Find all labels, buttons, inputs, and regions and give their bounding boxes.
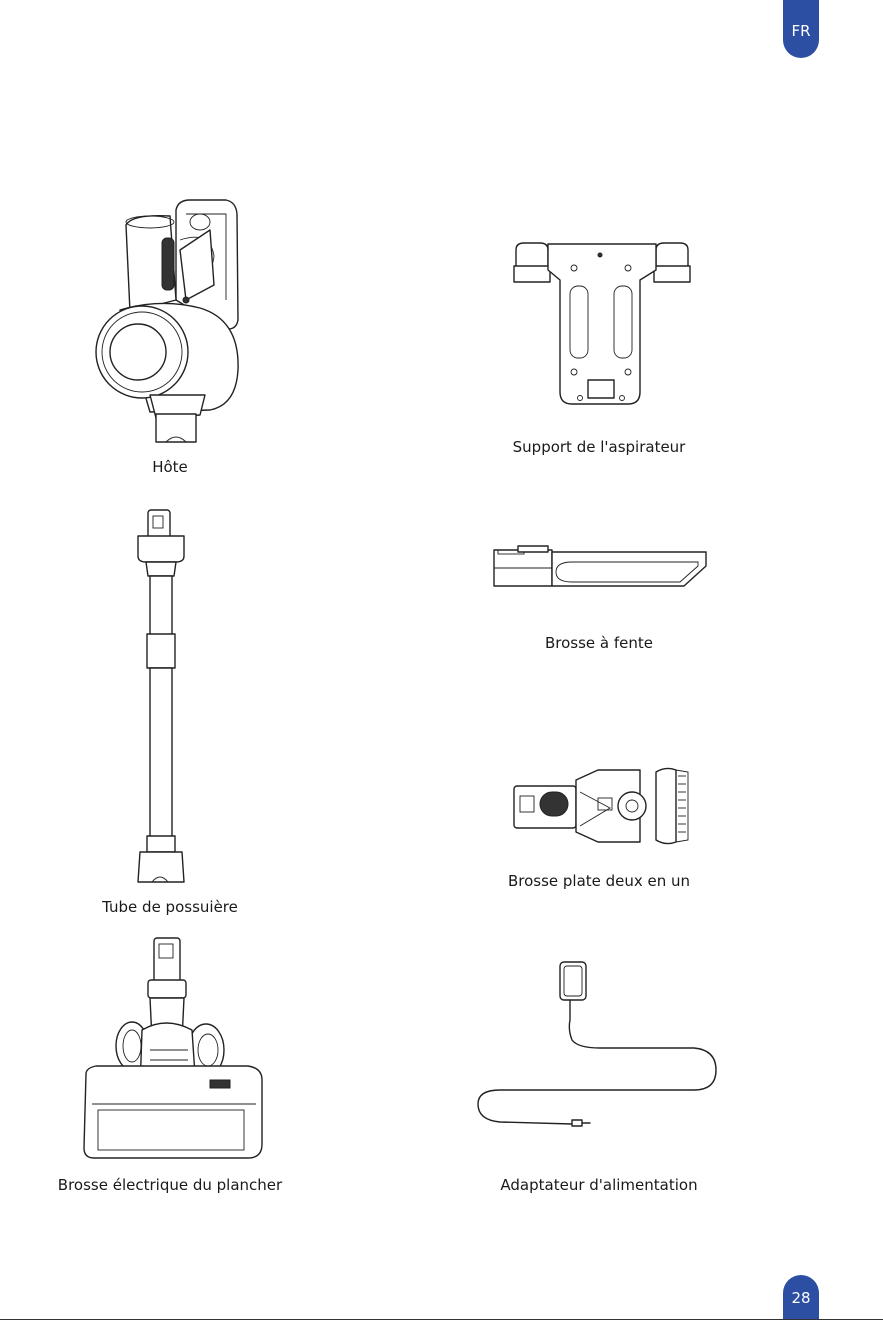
- label-adapter: Adaptateur d'alimentation: [500, 1176, 697, 1194]
- bottom-rule: [0, 1319, 883, 1320]
- page-number: 28: [783, 1275, 819, 1319]
